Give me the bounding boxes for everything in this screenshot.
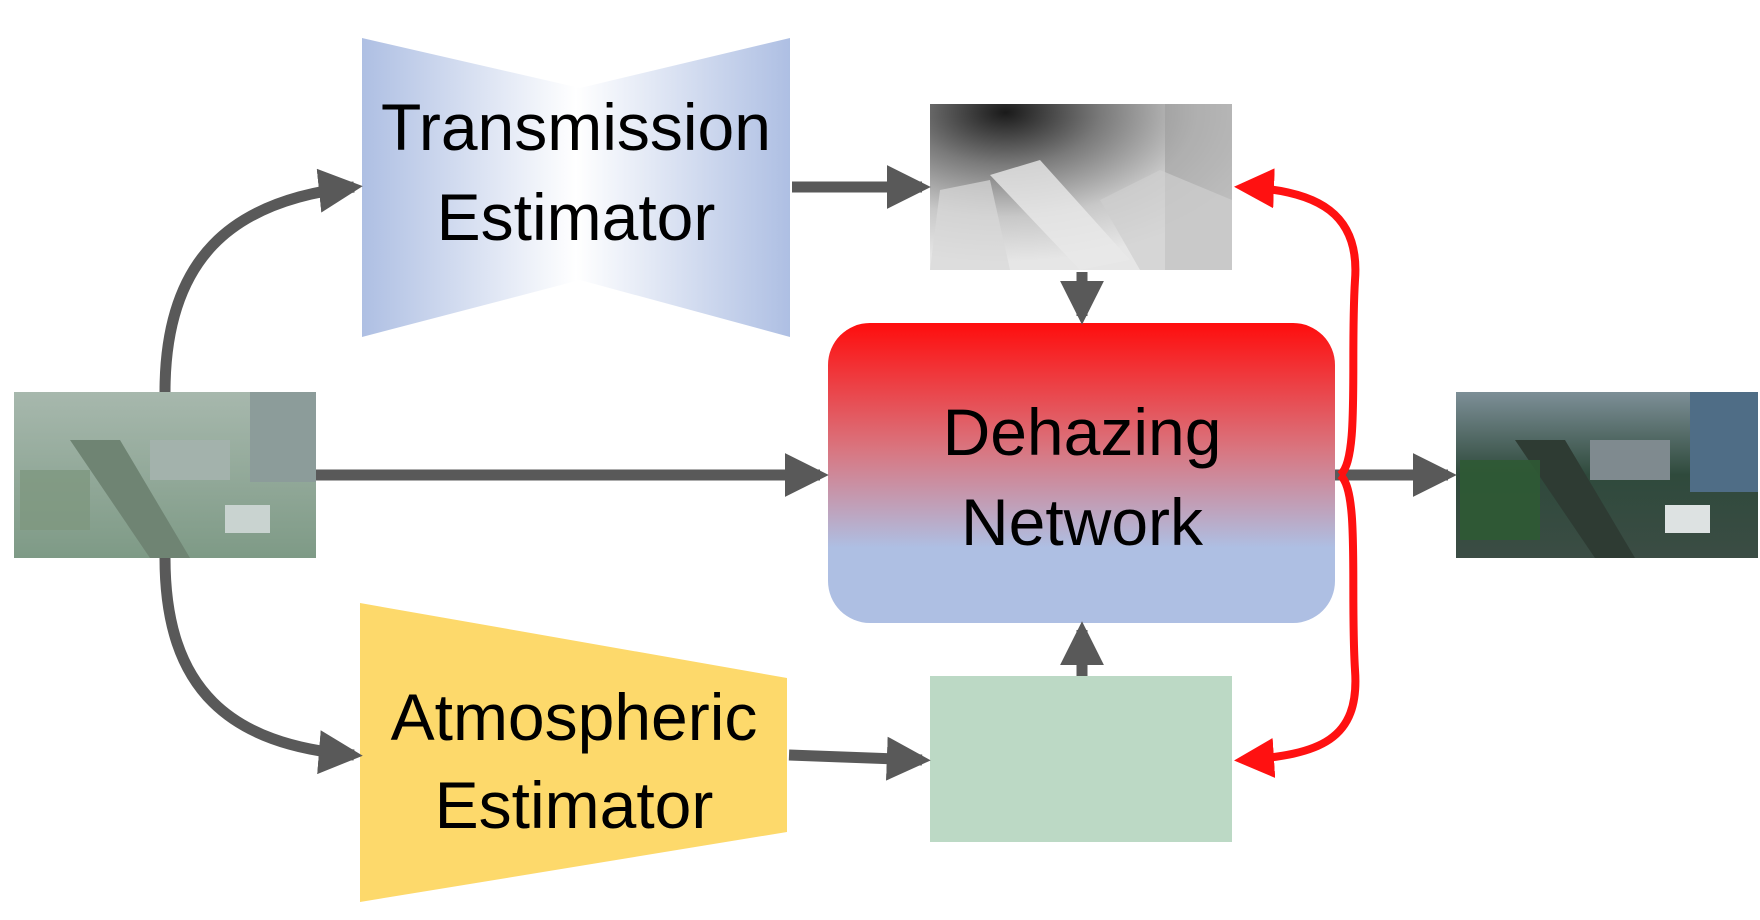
arrow-input-to-transmission: [159, 168, 363, 393]
dehazed-output-image: [1456, 392, 1758, 558]
atmospheric-estimator-shape: [360, 603, 787, 902]
atmospheric-estimator-label-2: Estimator: [435, 768, 714, 842]
transmission-estimator: Transmission Estimator: [362, 38, 790, 337]
dehazing-network-box: [828, 323, 1335, 623]
feedback-arrow-to-atmospheric-map: [1234, 471, 1360, 778]
atmospheric-estimator: Atmospheric Estimator: [360, 603, 787, 902]
dehazing-network: Dehazing Network: [828, 323, 1335, 623]
dehazing-network-label-1: Dehazing: [943, 395, 1222, 469]
atmospheric-light-map: [930, 676, 1232, 842]
transmission-estimator-shape: [362, 38, 790, 337]
arrow-atmospheric-to-map: [788, 736, 931, 781]
transmission-estimator-label-2: Estimator: [437, 180, 716, 254]
feedback-arrow-to-transmission-map: [1234, 168, 1360, 479]
dehazing-network-label-2: Network: [961, 485, 1204, 559]
transmission-estimator-label-1: Transmission: [381, 90, 771, 164]
transmission-map: [930, 104, 1232, 270]
atmospheric-estimator-label-1: Atmospheric: [391, 680, 758, 754]
arrow-input-to-atmospheric: [159, 557, 363, 775]
hazy-input-image: [14, 392, 316, 558]
data-flow-arrows: [159, 165, 1457, 781]
feedback-arrows: [1234, 168, 1360, 778]
